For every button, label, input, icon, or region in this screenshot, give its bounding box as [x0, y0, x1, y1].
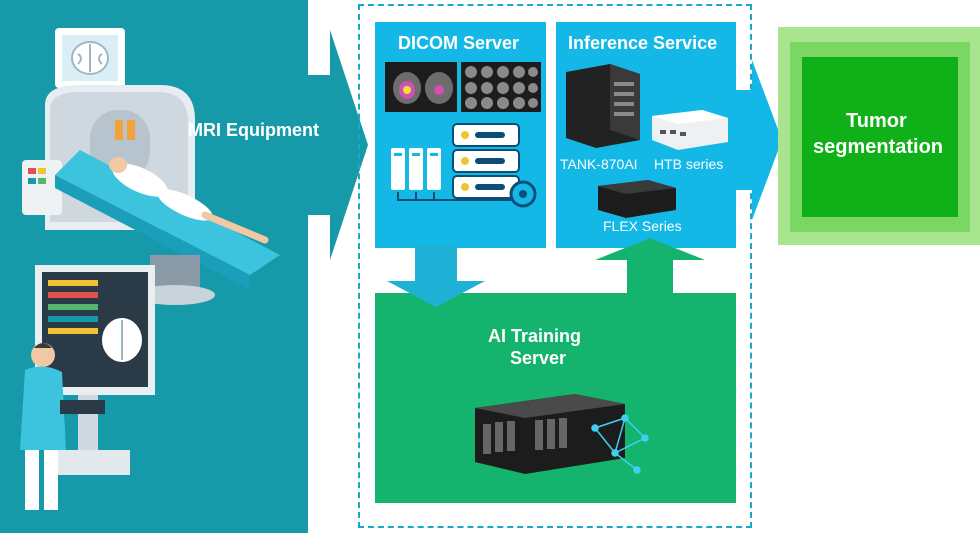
pipeline-to-output-arrow	[736, 60, 782, 220]
training-to-inference-arrow	[595, 238, 705, 296]
dicom-to-training-arrow	[387, 245, 485, 307]
flex-series-label: FLEX Series	[603, 218, 682, 234]
server-tower-icons	[391, 148, 441, 190]
mri-equipment-label: MRI Equipment	[188, 120, 319, 140]
inference-devices-illustration	[566, 64, 728, 218]
gear-icon	[509, 180, 537, 208]
pipeline-dashed-border	[358, 4, 752, 528]
tank-870ai-label: TANK-870AI	[560, 156, 638, 172]
dicom-server-rack-icon	[452, 123, 520, 199]
ai-training-title-line1: AI Training	[488, 326, 582, 346]
tumor-segmentation-line2: segmentation	[813, 136, 944, 158]
mri-to-pipeline-arrow	[300, 30, 368, 260]
tank-870ai-device-icon	[566, 64, 640, 148]
doctor-icon	[20, 366, 66, 450]
flex-series-device-icon	[598, 180, 676, 218]
ai-training-server-illustration	[475, 394, 649, 474]
inference-service-title: Inference Service	[568, 33, 718, 53]
mri-illustration	[20, 28, 280, 510]
htb-series-label: HTB series	[654, 156, 724, 172]
rack-server-icon	[475, 394, 625, 474]
tumor-segmentation-line1: Tumor	[846, 110, 907, 132]
ai-training-title-line2: Server	[510, 348, 567, 368]
neural-network-icon	[591, 414, 649, 474]
tumor-segmentation-box	[802, 57, 958, 217]
dicom-illustration	[385, 62, 541, 208]
dicom-server-title: DICOM Server	[398, 33, 520, 53]
htb-series-device-icon	[652, 110, 728, 150]
